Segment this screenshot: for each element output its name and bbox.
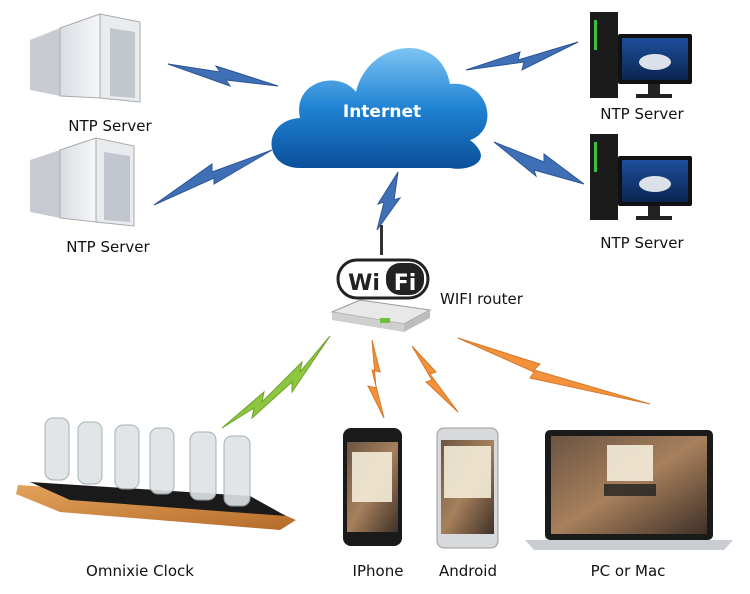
internet-cloud: Internet [271, 47, 488, 169]
link-device-bolts [367, 337, 651, 419]
pc-label: PC or Mac [591, 562, 666, 580]
desktop-computer-icon [590, 134, 692, 220]
ntp-server-left-top: NTP Server [30, 13, 153, 135]
bolt-pc [457, 337, 651, 405]
ntp-server-right-top: NTP Server [590, 12, 692, 123]
android-device: Android [436, 427, 499, 580]
bolt-right-bottom [493, 141, 585, 185]
iphone-label: IPhone [353, 562, 404, 580]
omnixie-clock: Omnixie Clock [16, 417, 296, 580]
wifi-router-label: WIFI router [440, 290, 524, 308]
bolt-iphone [367, 339, 385, 419]
ntp-server-label: NTP Server [600, 105, 684, 123]
clock-label: Omnixie Clock [86, 562, 194, 580]
ntp-server-label: NTP Server [68, 117, 152, 135]
bolt-router [376, 171, 402, 231]
svg-text:Fi: Fi [394, 271, 417, 296]
wifi-logo-icon: Wi Fi [336, 258, 430, 300]
wifi-router: Wi Fi WIFI router [330, 225, 524, 332]
bolt-android [411, 345, 459, 413]
link-wan-bolts [153, 41, 585, 231]
laptop-device: PC or Mac [525, 430, 733, 580]
ntp-server-label: NTP Server [66, 238, 150, 256]
android-label: Android [439, 562, 497, 580]
nixie-tubes-icon [44, 417, 251, 507]
ntp-server-label: NTP Server [600, 234, 684, 252]
internet-label: Internet [343, 102, 421, 122]
svg-text:Wi: Wi [348, 271, 380, 296]
server-rack-icon [30, 137, 135, 227]
server-rack-icon [30, 13, 141, 103]
bolt-right-top [465, 41, 579, 71]
bolt-left-top [167, 63, 279, 87]
bolt-clock [221, 335, 331, 429]
ntp-server-left-bottom: NTP Server [30, 137, 151, 256]
desktop-computer-icon [590, 12, 692, 98]
iphone-device: IPhone [343, 428, 403, 580]
ntp-server-right-bottom: NTP Server [590, 134, 692, 252]
bolt-left-bottom [153, 149, 273, 206]
